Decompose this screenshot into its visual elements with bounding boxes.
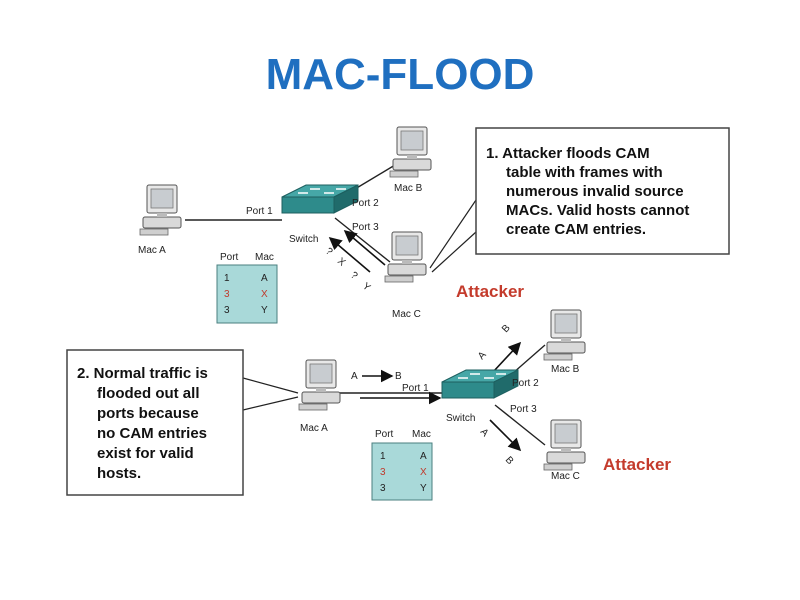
bottom-port2-label: Port 2 bbox=[512, 378, 539, 389]
top-cam-table: Port Mac 1 A 3 X 3 Y bbox=[216, 252, 278, 324]
bottom-mac-a-computer-icon bbox=[298, 359, 341, 411]
bottom-mac-a-label: Mac A bbox=[300, 423, 328, 434]
top-callout-box: 1. Attacker floods CAM table with frames… bbox=[429, 127, 730, 273]
bottom-callout-line: hosts. bbox=[97, 465, 141, 482]
bottom-callout-line: no CAM entries bbox=[97, 425, 207, 442]
top-flood-arrow-1 bbox=[328, 236, 371, 273]
bottom-table-cell: A bbox=[420, 451, 427, 462]
top-callout-line: table with frames with bbox=[506, 164, 663, 181]
top-mac-b-label: Mac B bbox=[394, 183, 423, 194]
top-switch-icon bbox=[281, 184, 359, 214]
bottom-callout-line: exist for valid bbox=[97, 445, 194, 462]
top-mac-c-computer-icon bbox=[384, 231, 427, 283]
top-flood-label-4: Y bbox=[360, 281, 372, 294]
top-scenario: Mac A Mac B Mac C Switch Port 1 Port 2 P… bbox=[138, 126, 730, 324]
top-flood-label-3: ? bbox=[348, 270, 360, 282]
top-flood-label-2: X bbox=[335, 256, 347, 269]
top-mac-a-computer-icon bbox=[139, 184, 182, 236]
top-port2-label: Port 2 bbox=[352, 198, 379, 209]
top-switch-label: Switch bbox=[289, 234, 318, 245]
bottom-flood-c-to-label: B bbox=[503, 455, 516, 468]
bottom-mac-c-computer-icon bbox=[543, 419, 586, 471]
top-table-cell: Y bbox=[261, 305, 268, 316]
bottom-switch-icon bbox=[441, 369, 519, 399]
bottom-table-cell: X bbox=[420, 467, 427, 478]
top-callout-line: numerous invalid source bbox=[506, 183, 684, 200]
bottom-flood-b-from-label: A bbox=[476, 349, 489, 362]
top-table-cell: 1 bbox=[224, 273, 230, 284]
top-port3-label: Port 3 bbox=[352, 222, 379, 233]
top-table-cell: A bbox=[261, 273, 268, 284]
diagram-title: MAC-FLOOD bbox=[265, 50, 535, 99]
top-callout-line: create CAM entries. bbox=[506, 221, 646, 238]
bottom-cam-table: Port Mac 1 A 3 X 3 Y bbox=[371, 429, 433, 501]
top-mac-a-label: Mac A bbox=[138, 245, 166, 256]
top-mac-b-computer-icon bbox=[389, 126, 432, 178]
bottom-flood-c-from-label: A bbox=[478, 427, 491, 440]
bottom-link-mac-c bbox=[494, 404, 546, 446]
bottom-callout-line: 2. Normal traffic is bbox=[77, 365, 208, 382]
bottom-callout-line: flooded out all bbox=[97, 385, 200, 402]
top-port1-label: Port 1 bbox=[246, 206, 273, 217]
top-table-cell: X bbox=[261, 289, 268, 300]
bottom-flood-b-to-label: B bbox=[500, 322, 513, 335]
bottom-flood-arrow-mac-c bbox=[489, 419, 522, 452]
top-mac-c-label: Mac C bbox=[392, 309, 421, 320]
bottom-mac-b-computer-icon bbox=[543, 309, 586, 361]
bottom-table-cell: 3 bbox=[380, 483, 386, 494]
bottom-flood-arrow-mac-b bbox=[492, 341, 522, 373]
top-table-header-port: Port bbox=[220, 252, 239, 263]
bottom-port1-label: Port 1 bbox=[402, 383, 429, 394]
top-table-header-mac: Mac bbox=[255, 252, 274, 263]
bottom-traffic-from-label: A bbox=[351, 371, 358, 382]
bottom-callout-box: 2. Normal traffic is flooded out all por… bbox=[66, 349, 299, 496]
top-callout-line: MACs. Valid hosts cannot bbox=[506, 202, 689, 219]
bottom-mac-b-label: Mac B bbox=[551, 364, 580, 375]
bottom-table-cell: Y bbox=[420, 483, 427, 494]
top-flood-label-1: ? bbox=[323, 246, 335, 258]
top-callout-line: 1. Attacker floods CAM bbox=[486, 145, 650, 162]
bottom-attacker-label: Attacker bbox=[603, 455, 671, 474]
bottom-port3-label: Port 3 bbox=[510, 404, 537, 415]
top-flood-arrow-2 bbox=[343, 229, 386, 266]
top-table-cell: 3 bbox=[224, 305, 230, 316]
bottom-table-cell: 3 bbox=[380, 467, 386, 478]
top-table-cell: 3 bbox=[224, 289, 230, 300]
top-attacker-label: Attacker bbox=[456, 282, 524, 301]
bottom-table-header-mac: Mac bbox=[412, 429, 431, 440]
top-link-mac-c bbox=[334, 217, 391, 263]
bottom-table-cell: 1 bbox=[380, 451, 386, 462]
bottom-table-header-port: Port bbox=[375, 429, 394, 440]
bottom-traffic-to-label: B bbox=[395, 371, 402, 382]
bottom-scenario: Mac A Mac B Mac C Switch Port 1 Port 2 P… bbox=[66, 309, 671, 501]
bottom-switch-label: Switch bbox=[446, 413, 475, 424]
bottom-mac-c-label: Mac C bbox=[551, 471, 580, 482]
bottom-callout-line: ports because bbox=[97, 405, 199, 422]
